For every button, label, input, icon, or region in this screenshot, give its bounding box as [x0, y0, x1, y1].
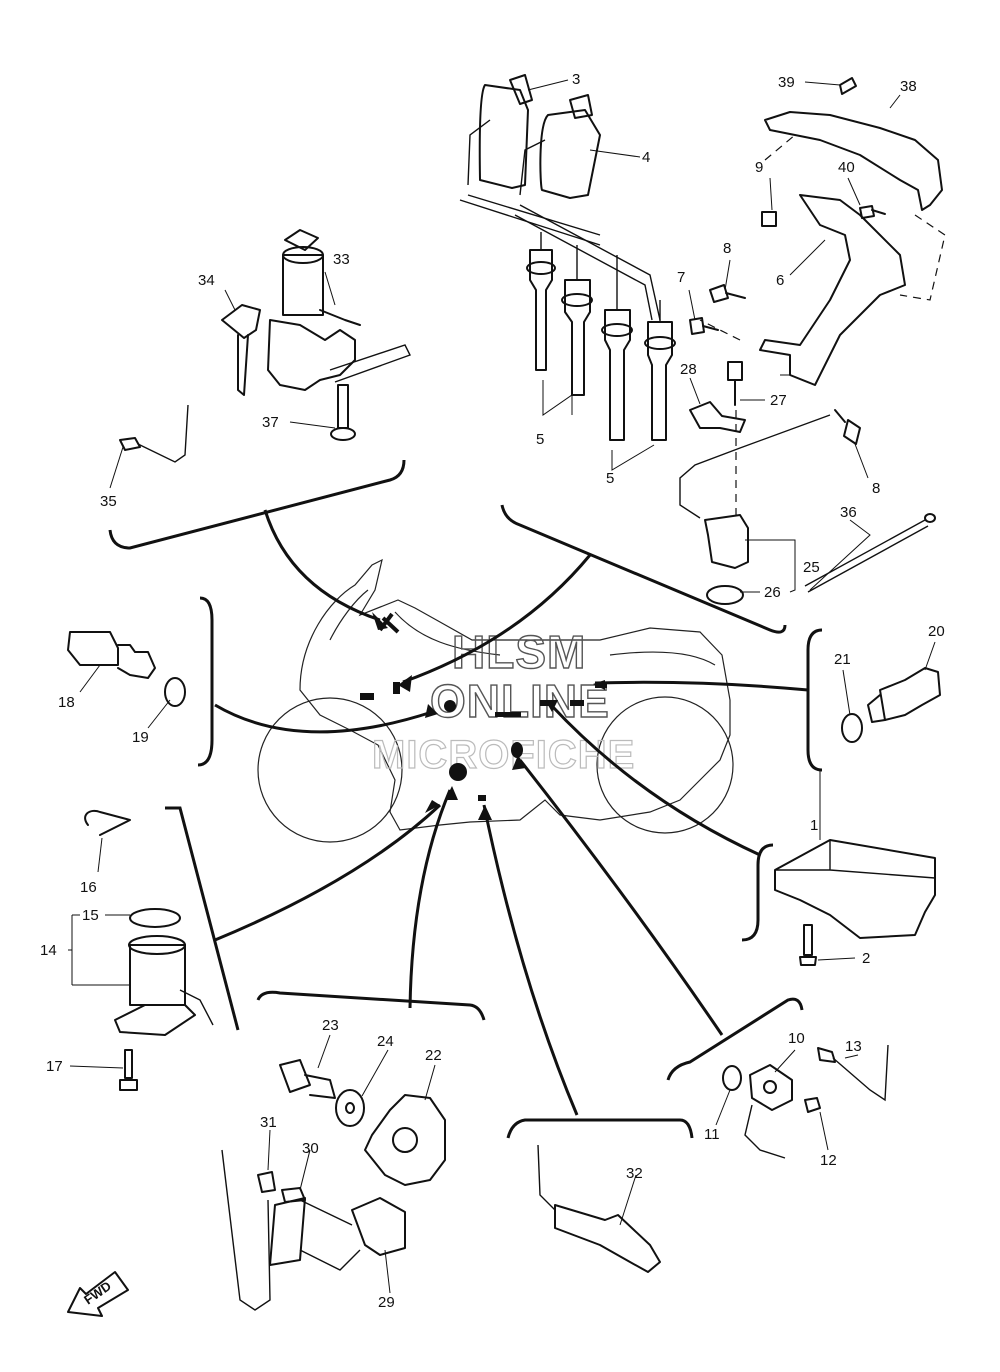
oxygen-sensor-32: [537, 1144, 661, 1273]
callout-12: 12: [820, 1152, 837, 1169]
leader-lines: [68, 79, 936, 1294]
callout-17: 17: [46, 1058, 63, 1075]
ignition-coil-4: [514, 94, 661, 321]
callout-24: 24: [377, 1033, 394, 1050]
callout-1: 1: [810, 817, 818, 834]
callout-23: 23: [322, 1017, 339, 1034]
group-brackets: [108, 459, 823, 1139]
washer-24: [335, 1089, 365, 1127]
callout-13: 13: [845, 1038, 862, 1055]
callout-36: 36: [840, 504, 857, 521]
callout-28: 28: [680, 361, 697, 378]
solenoid-14: [84, 809, 214, 1091]
callout-31: 31: [260, 1114, 277, 1131]
callout-25: 25: [803, 559, 820, 576]
callout-33: 33: [333, 251, 350, 268]
callout-27: 27: [770, 392, 787, 409]
temp-sensor-18: [67, 631, 186, 707]
callout-14: 14: [40, 942, 57, 959]
callout-21: 21: [834, 651, 851, 668]
callout-30: 30: [302, 1140, 319, 1157]
callout-4: 4: [642, 149, 650, 166]
callout-40: 40: [838, 159, 855, 176]
sensor-20: [841, 667, 941, 743]
lead-35: [119, 404, 189, 463]
callout-numbers: 3 4 39 38 9 40 8 7 6 28 27 8 5 5 33 34 3…: [40, 71, 945, 1311]
callout-22: 22: [425, 1047, 442, 1064]
plug-caps: [526, 232, 676, 441]
callout-11: 11: [704, 1126, 720, 1143]
callout-2: 2: [862, 950, 870, 967]
cover-38: [764, 111, 946, 301]
sensor-10: [722, 1044, 889, 1159]
callout-7: 7: [677, 269, 685, 286]
callout-20: 20: [928, 623, 945, 640]
key-34: [221, 304, 261, 396]
callout-32: 32: [626, 1165, 643, 1182]
callout-39: 39: [778, 74, 795, 91]
callout-37: 37: [262, 414, 279, 431]
ignition-coil-3: [459, 74, 601, 246]
callout-3: 3: [572, 71, 580, 88]
callout-26: 26: [764, 584, 781, 601]
callout-18: 18: [58, 694, 75, 711]
ecu-1: [774, 839, 936, 966]
fwd-label: FWD: [81, 1278, 114, 1307]
fasteners: [689, 77, 886, 445]
callout-34: 34: [198, 272, 215, 289]
callout-15: 15: [82, 907, 99, 924]
callout-9: 9: [755, 159, 763, 176]
fwd-arrow-icon: FWD: [67, 1271, 129, 1317]
callout-19: 19: [132, 729, 149, 746]
callout-38: 38: [900, 78, 917, 95]
callout-5-b: 5: [606, 470, 614, 487]
bracket-6: [699, 134, 906, 386]
motorcycle-outline: [257, 558, 734, 843]
sensor-29: [221, 1149, 406, 1311]
band-36: [804, 513, 936, 593]
callout-6: 6: [776, 272, 784, 289]
rotor-22: [364, 1094, 446, 1186]
callout-10: 10: [788, 1030, 805, 1047]
callout-8-top: 8: [723, 240, 731, 257]
bolt-23: [279, 1059, 336, 1099]
main-switch-33: [267, 229, 411, 441]
callout-8-bottom: 8: [872, 480, 880, 497]
watermark: HLSM ONLINE MICROFICHE: [371, 625, 635, 777]
sensor-25: [679, 401, 831, 605]
connector-lines: [214, 509, 809, 1116]
callout-16: 16: [80, 879, 97, 896]
location-markers: [360, 612, 607, 801]
callout-5-a: 5: [536, 431, 544, 448]
watermark-line-3: MICROFICHE: [372, 733, 635, 777]
callout-35: 35: [100, 493, 117, 510]
callout-29: 29: [378, 1294, 395, 1311]
